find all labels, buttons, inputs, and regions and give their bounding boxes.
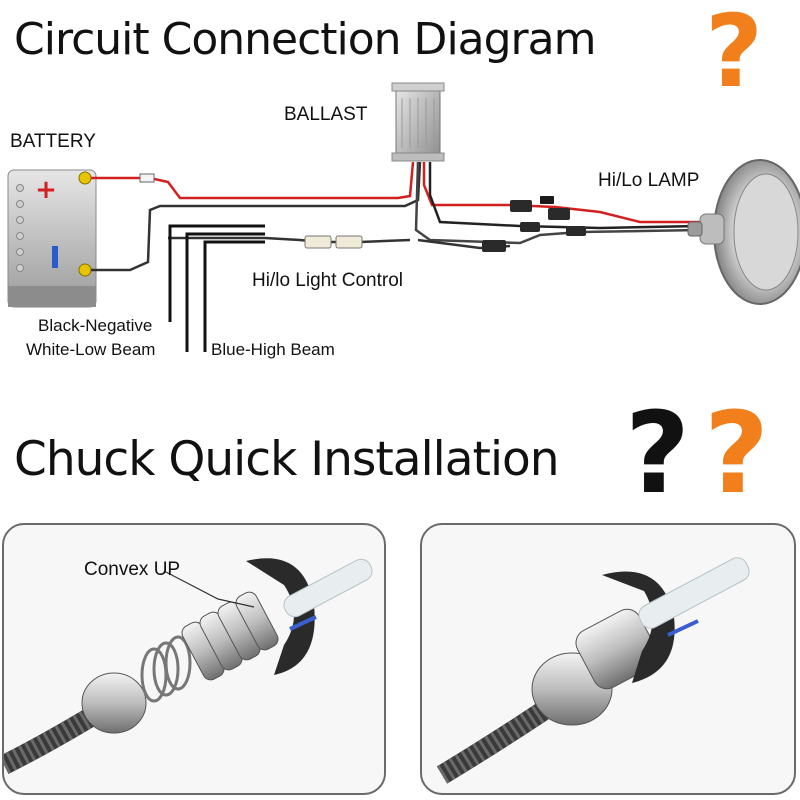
ballast-output-black-wire xyxy=(428,162,701,230)
installation-panel-before: Convex UP xyxy=(2,523,386,795)
control-relay-connector xyxy=(482,240,506,252)
chuck-installation-title: Chuck Quick Installation xyxy=(14,432,560,487)
white-low-beam-lead xyxy=(185,232,265,352)
question-mark-orange-2: ? xyxy=(704,389,769,519)
control-connector-right xyxy=(335,235,363,249)
blue-high-beam-lead xyxy=(203,240,265,352)
lamp-connectors xyxy=(510,196,586,236)
minus-sign-icon xyxy=(52,246,58,268)
lamp-label: Hi/Lo LAMP xyxy=(598,170,700,191)
battery-label: BATTERY xyxy=(10,131,96,152)
question-mark-black: ? xyxy=(625,389,690,519)
battery-positive-wire xyxy=(91,161,415,200)
wiring-diagram: + xyxy=(7,82,800,352)
black-negative-lead xyxy=(168,224,265,322)
control-connector-left xyxy=(304,235,332,249)
black-negative-label: Black-Negative xyxy=(38,316,153,335)
battery-positive-terminal xyxy=(78,171,92,185)
blue-high-beam-label: Blue-High Beam xyxy=(211,340,335,359)
ballast-unit xyxy=(391,82,445,162)
ballast-label: BALLAST xyxy=(284,104,368,125)
plus-sign: + xyxy=(35,175,57,205)
fuse-icon xyxy=(139,173,155,183)
convex-up-label: Convex UP xyxy=(84,559,181,580)
battery-negative-terminal xyxy=(78,263,92,277)
light-control-label: Hi/lo Light Control xyxy=(252,270,404,291)
circuit-diagram-title: Circuit Connection Diagram xyxy=(14,14,596,65)
hi-lo-lamp xyxy=(687,159,800,305)
battery: + xyxy=(7,169,97,308)
bulb-chuck-assembled-illustration xyxy=(436,557,750,784)
ballast-output-red-wire xyxy=(422,162,700,224)
white-low-beam-label: White-Low Beam xyxy=(26,340,156,359)
question-mark-orange: ? xyxy=(705,0,764,110)
bulb-chuck-exploded-illustration xyxy=(4,558,373,774)
installation-panel-after xyxy=(420,523,796,795)
